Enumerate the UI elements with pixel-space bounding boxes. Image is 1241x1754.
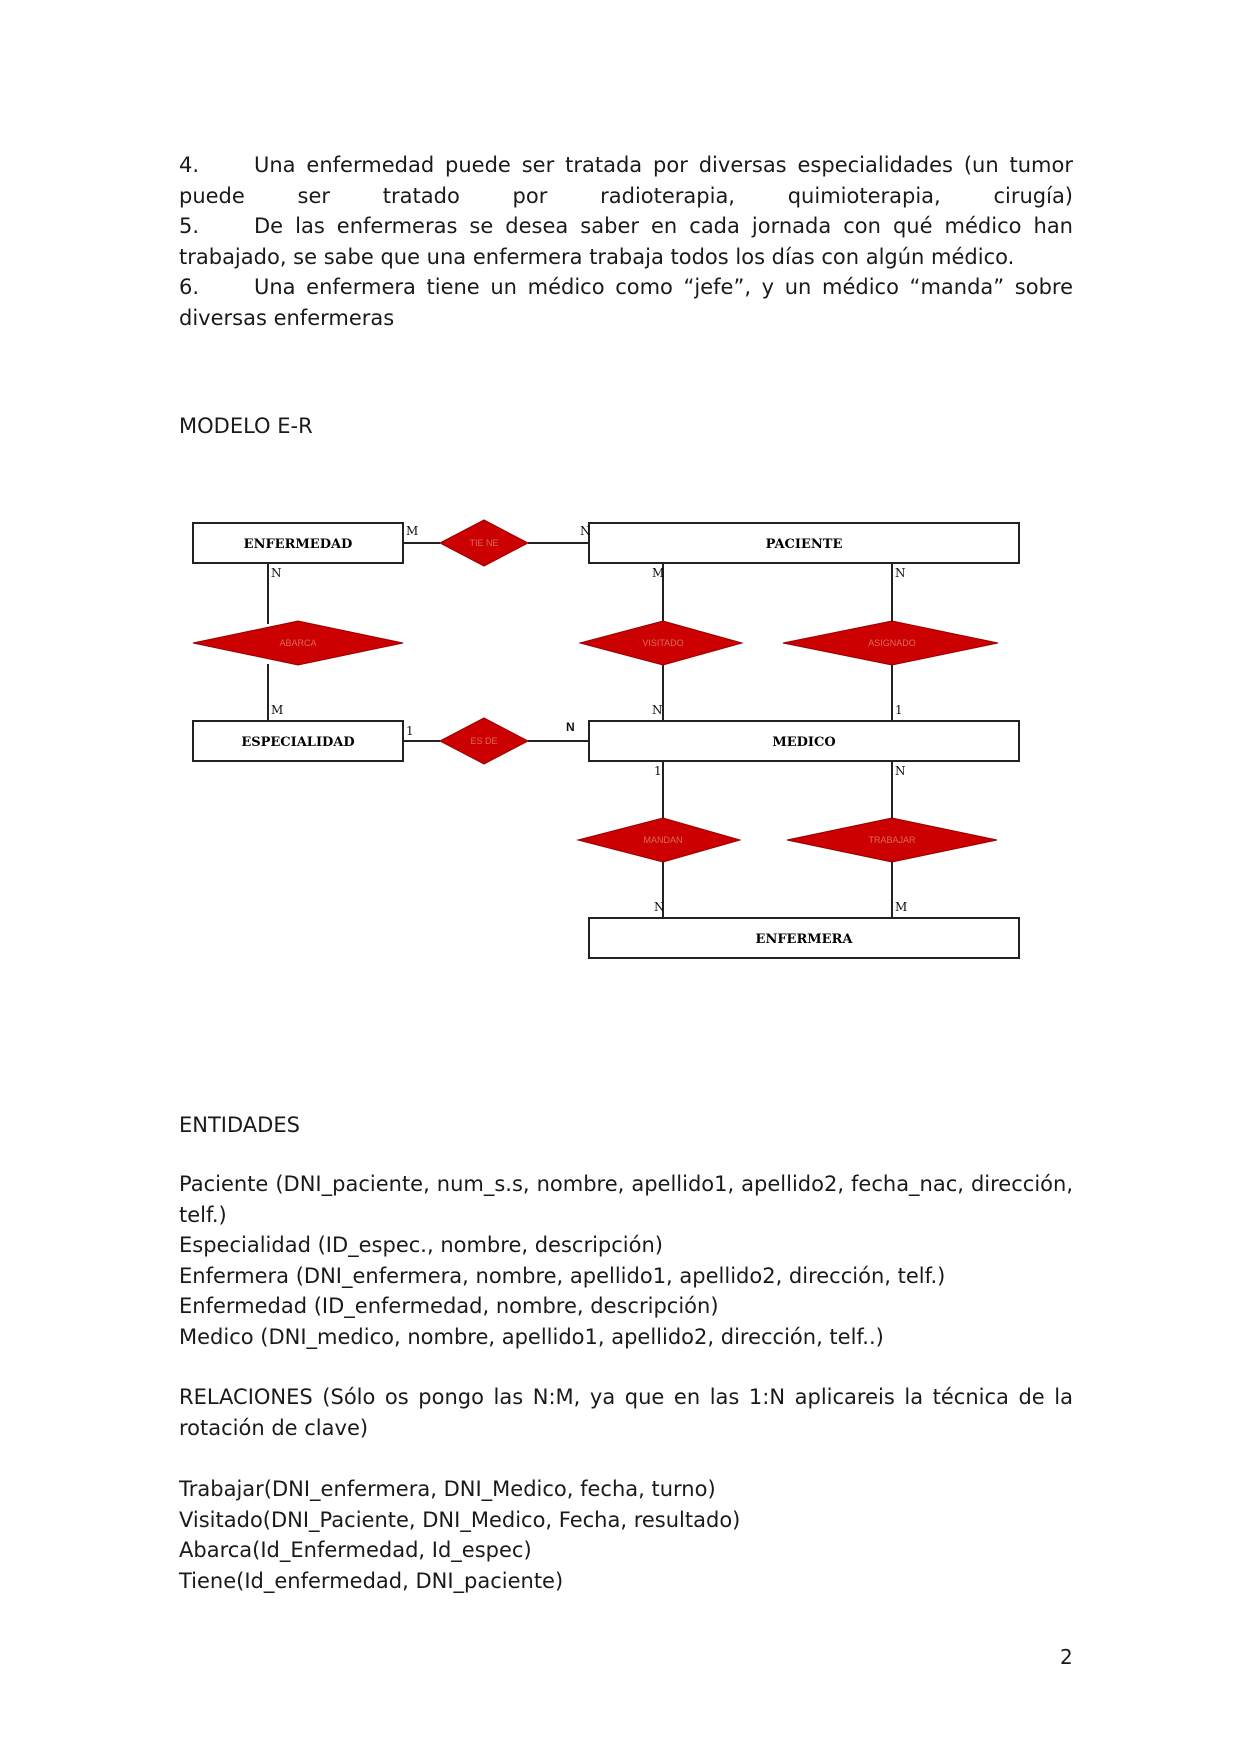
requirements-list: 4. Una enfermedad puede ser tratada por …	[179, 150, 1073, 334]
cardinality-label: N	[566, 720, 575, 734]
model-heading: MODELO E-R	[179, 414, 313, 438]
relaciones-list: Trabajar(DNI_enfermera, DNI_Medico, fech…	[179, 1474, 1073, 1596]
relation-es-de	[438, 717, 530, 765]
cardinality-label: 1	[895, 703, 903, 717]
list-number: 5.	[179, 214, 200, 239]
cardinality-label: N	[895, 566, 906, 580]
list-number: 4.	[179, 153, 200, 177]
relation-item: Abarca(Id_Enfermedad, Id_espec)	[179, 1538, 532, 1563]
cardinality-label: 1	[654, 764, 662, 778]
list-text: puede ser tratado por radioterapia, quim…	[179, 183, 1073, 208]
cardinality-label: N	[271, 566, 282, 580]
cardinality-label: M	[895, 900, 907, 914]
entity-label: PACIENTE	[766, 537, 843, 552]
cardinality-label: N	[654, 900, 665, 914]
relation-label: ASIGNADO	[868, 638, 916, 648]
entity-label: MEDICO	[772, 735, 835, 750]
entities-block: Paciente (DNI_paciente, num_s.s, nombre,…	[179, 1169, 1073, 1353]
entity-enfermera	[588, 917, 1020, 959]
page-number: 2	[1060, 1645, 1073, 1669]
entity-label: ENFERMERA	[756, 932, 854, 947]
list-text: Una enfermedad puede ser tratada por div…	[254, 153, 1073, 177]
entity-medico-text: Medico (DNI_medico, nombre, apellido1, a…	[179, 1324, 884, 1349]
relation-tiene	[438, 519, 530, 567]
relation-item: Visitado(DNI_Paciente, DNI_Medico, Fecha…	[179, 1507, 741, 1532]
entity-enfermedad	[192, 522, 404, 564]
list-number: 6.	[179, 275, 200, 300]
entity-paciente-text-cont: telf.)	[179, 1202, 227, 1227]
entity-medico	[588, 720, 1020, 762]
list-item: 4. Una enfermedad puede ser tratada por …	[179, 150, 1073, 211]
cardinality-label: M	[406, 524, 418, 538]
cardinality-label: 1	[406, 724, 414, 738]
entity-enfermera-text: Enfermera (DNI_enfermera, nombre, apelli…	[179, 1263, 946, 1288]
cardinality-label: N	[895, 764, 906, 778]
relaciones-heading-cont: rotación de clave)	[179, 1415, 369, 1440]
relation-label: TIE NE	[469, 538, 498, 548]
cardinality-label: M	[652, 566, 664, 580]
list-text: Una enfermera tiene un médico como “jefe…	[254, 275, 1073, 300]
entity-paciente-text: Paciente (DNI_paciente, num_s.s, nombre,…	[179, 1172, 1073, 1196]
relaciones-block: RELACIONES (Sólo os pongo las N:M, ya qu…	[179, 1382, 1073, 1443]
relation-trabajar	[786, 817, 998, 863]
relation-label: VISITADO	[642, 638, 683, 648]
list-item: 6. Una enfermera tiene un médico como “j…	[179, 272, 1073, 333]
relation-label: MANDAN	[643, 835, 682, 845]
cardinality-label: M	[271, 703, 283, 717]
relation-visitado	[578, 620, 744, 666]
relation-abarca	[192, 620, 404, 666]
cardinality-label: N	[652, 703, 663, 717]
relation-label: ABARCA	[279, 638, 316, 648]
entities-heading: ENTIDADES	[179, 1113, 300, 1137]
list-text: De las enfermeras se desea saber en cada…	[254, 214, 1073, 239]
relation-item: Tiene(Id_enfermedad, DNI_paciente)	[179, 1568, 564, 1593]
relation-label: TRABAJAR	[868, 835, 916, 845]
cardinality-label: N	[580, 524, 591, 538]
list-text: trabajado, se sabe que una enfermera tra…	[179, 244, 1015, 269]
entity-enfermedad-text: Enfermedad (ID_enfermedad, nombre, descr…	[179, 1294, 719, 1319]
entity-label: ESPECIALIDAD	[241, 735, 354, 750]
relation-asignado	[782, 620, 999, 666]
relaciones-heading: RELACIONES (Sólo os pongo las N:M, ya qu…	[179, 1385, 1073, 1409]
entity-label: ENFERMEDAD	[244, 537, 353, 552]
list-item: 5. De las enfermeras se desea saber en c…	[179, 211, 1073, 272]
relation-label: ES DE	[470, 736, 497, 746]
list-text: diversas enfermeras	[179, 305, 395, 330]
er-diagram: ENFERMEDAD PACIENTE ESPECIALIDAD MEDICO …	[192, 519, 1020, 959]
relation-item: Trabajar(DNI_enfermera, DNI_Medico, fech…	[179, 1477, 716, 1501]
entity-paciente	[588, 522, 1020, 564]
entity-especialidad	[192, 720, 404, 762]
entity-especialidad-text: Especialidad (ID_espec., nombre, descrip…	[179, 1233, 663, 1258]
relation-mandan	[576, 817, 742, 863]
